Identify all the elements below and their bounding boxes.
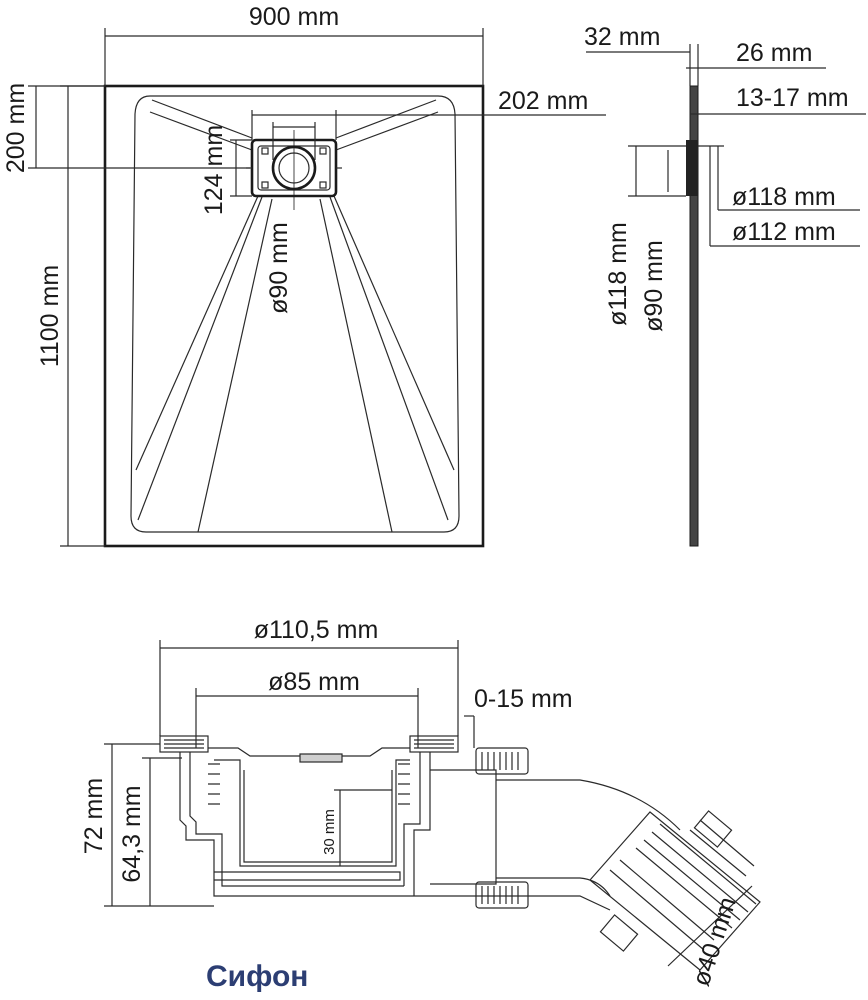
profile-edge-label: 26 mm — [736, 39, 812, 67]
siphon-section: ø110,5 mm ø85 mm 0-15 mm 72 mm 64,3 mm 3… — [80, 616, 761, 993]
tray-outline — [103, 84, 485, 548]
siphon-water-seal-label: 30 mm — [321, 809, 338, 855]
profile-inner-diameter-label: ø112 mm — [732, 218, 836, 246]
profile-left-inner-label: ø90 mm — [640, 240, 668, 332]
siphon-height-label: 72 mm — [80, 778, 108, 854]
profile-slab — [689, 85, 699, 547]
drain-offset-label: 200 mm — [2, 83, 30, 173]
tray-slope-lines — [135, 99, 455, 533]
width-dimension: 900 mm — [104, 3, 484, 86]
profile-left-outer-label: ø118 mm — [604, 222, 632, 326]
drain-frame-width-dimension: 202 mm — [251, 87, 606, 140]
profile-total-label: 32 mm — [584, 23, 660, 51]
profile-slope-label: 13-17 mm — [736, 84, 849, 112]
profile-outer-diameter-label: ø118 mm — [732, 183, 836, 211]
siphon-inner-diameter-label: ø85 mm — [268, 668, 360, 696]
siphon-outlet-label: ø40 mm — [687, 894, 742, 990]
tray-side-profile: 32 mm 26 mm 13-17 mm ø118 mm ø112 mm ø11… — [584, 23, 866, 547]
drain-frame-width-label: 202 mm — [498, 87, 588, 115]
siphon-caption: Сифон — [206, 960, 308, 993]
siphon-outlet-pipe — [414, 747, 681, 911]
drain-frame-height-dimension: 124 mm — [200, 125, 252, 215]
tray-basin — [130, 95, 460, 533]
profile-drain — [686, 140, 698, 196]
siphon-cup — [208, 747, 410, 881]
drain-offset-dimension: 200 mm — [2, 83, 250, 173]
tray-top-view: 900 mm 1100 mm 200 mm 202 mm 124 — [2, 3, 606, 548]
siphon-adjust-label: 0-15 mm — [474, 685, 573, 713]
tray-width-label: 900 mm — [249, 3, 339, 31]
drain-hole-label: ø90 mm — [265, 222, 293, 314]
depth-dimension: 1100 mm — [36, 85, 105, 547]
drain-hole-dimension: ø90 mm — [265, 122, 316, 314]
siphon-flange — [159, 735, 459, 897]
siphon-inner-height-label: 64,3 mm — [118, 785, 146, 882]
drain-frame-height-label: 124 mm — [200, 125, 228, 215]
siphon-outer-diameter-label: ø110,5 mm — [254, 616, 379, 644]
siphon-elbow — [589, 810, 761, 971]
tray-depth-label: 1100 mm — [36, 265, 64, 367]
